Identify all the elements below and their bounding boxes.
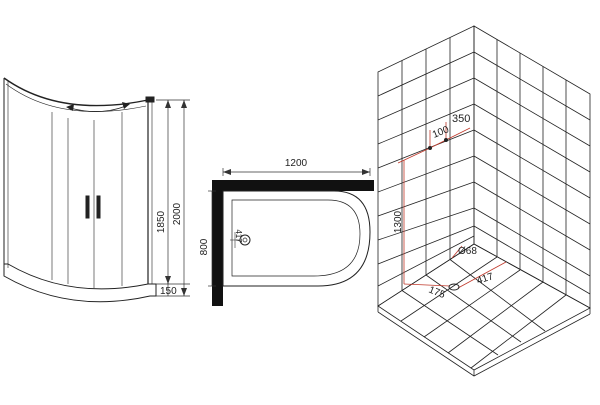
tile-line [377,51,475,97]
tile-line [377,155,475,193]
pipe-inlet-2 [444,138,448,142]
tile-line [473,181,591,251]
dim-label-150: 150 [160,286,177,297]
floor-edge-line [377,311,591,377]
tray-outline [222,190,371,287]
pipe-offset-line [445,127,471,141]
installation-dimensions [397,122,507,289]
tile-line [473,103,591,173]
dim-arrow [181,288,187,296]
dim-label-100: 100 [431,124,451,141]
tile-line [377,207,475,241]
door-handle-left [85,195,90,219]
drain-center [242,237,248,243]
dim-arrow [362,169,370,175]
tile-line [377,129,475,169]
door-handle-right [96,195,101,219]
front-view [3,77,157,303]
dim-label-1850: 1850 [156,210,167,233]
drain-x-line [403,283,451,287]
installation-view [377,25,591,377]
top-view-dimensions [208,168,371,287]
dim-label-175: 175 [427,285,447,302]
floor [377,243,591,371]
tile-line [425,274,522,343]
tile-line [473,225,591,295]
dim-arrow [181,100,187,108]
tile-line [449,259,546,332]
tray-inner-outline [231,199,361,277]
tile-line [473,129,591,199]
dim-label-1300: 1300 [393,210,404,233]
front-view-dimensions [156,99,190,297]
sliding-direction-arrow [69,105,127,112]
drain-diameter-leader [451,245,463,259]
tile-line [377,235,475,287]
pipe-inlet-1 [428,146,432,150]
tile-line [401,290,499,356]
dim-arrow [165,276,171,284]
shower-tray [3,263,157,303]
dim-label-800: 800 [199,238,210,255]
tile-line [470,294,567,369]
tile-line [400,256,498,322]
drain-y-line [457,261,507,289]
tile-line [447,281,544,354]
tile-line [473,77,591,147]
pipe-spacing-line [429,139,447,149]
dim-label-drain-diameter: Ø68 [458,246,477,257]
post-cap [145,96,155,103]
dim-label-417: 417 [476,271,496,287]
tile-line [473,207,591,277]
tile-line [377,181,475,217]
tile-line [377,103,475,145]
tile-line [377,225,475,265]
dim-label-1200: 1200 [285,158,308,169]
dim-label-350: 350 [452,113,470,125]
pipe-ext-horizontal [397,147,431,164]
wall-left [212,180,223,306]
dim-arrow [223,169,231,175]
dim-label-2000: 2000 [172,202,183,225]
enclosure-top-rail [3,77,149,107]
enclosure-top-rail-inner [5,83,147,112]
dim-label-417-drain: 417 [234,229,243,243]
wall-top [212,180,374,191]
tile-line [473,155,591,225]
arrow-head-left [66,104,74,111]
floor-drain [448,283,460,291]
tile-line [423,269,521,338]
top-view [212,180,374,306]
dim-arrow [165,100,171,108]
tile-line [377,77,475,121]
arrow-head-right [122,102,130,109]
tile-line [473,51,591,121]
